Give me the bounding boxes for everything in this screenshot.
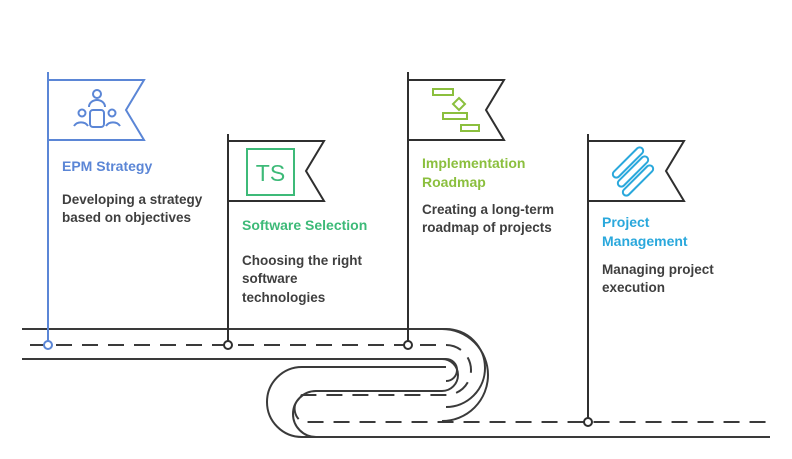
ts-code-icon: TS bbox=[246, 148, 295, 196]
ts-icon-text: TS bbox=[256, 160, 285, 186]
road-shape bbox=[22, 328, 486, 408]
road-center-dashes bbox=[30, 344, 770, 423]
software-selection-description: Choosing the right software technologies bbox=[242, 253, 362, 305]
implementation-roadmap-title: Implementation Roadmap bbox=[422, 155, 526, 191]
road-top-edge bbox=[22, 329, 770, 419]
flag-software-selection bbox=[223, 134, 326, 350]
flag-project-management bbox=[583, 134, 686, 427]
epm-strategy-description: Developing a strategy based on objective… bbox=[62, 192, 203, 226]
project-management-title: Project Management bbox=[602, 214, 688, 250]
project-management-description: Managing project execution bbox=[602, 262, 714, 296]
software-selection-title: Software Selection bbox=[242, 217, 368, 233]
gantt-roadmap-icon bbox=[432, 88, 480, 132]
meeting-people-icon bbox=[73, 89, 121, 128]
implementation-roadmap-description: Creating a long-term roadmap of projects bbox=[422, 202, 555, 236]
road-inner-edges bbox=[296, 379, 770, 435]
road-lower bbox=[266, 366, 770, 438]
project-bars-icon bbox=[611, 146, 655, 197]
epm-strategy-title: EPM Strategy bbox=[62, 158, 153, 174]
